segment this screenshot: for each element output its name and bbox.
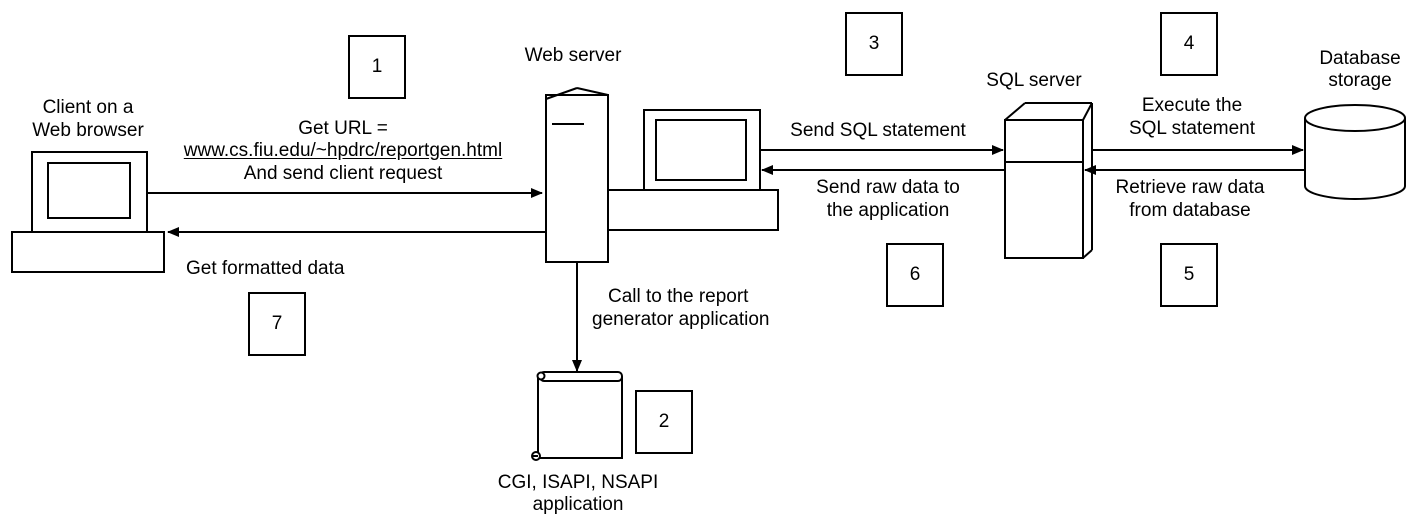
web-server-tower-icon bbox=[545, 87, 609, 263]
send-raw-label-line2: the application bbox=[826, 200, 950, 221]
web-server-label: Web server bbox=[524, 45, 622, 66]
step-box-2: 2 bbox=[635, 390, 693, 454]
step-box-5: 5 bbox=[1160, 243, 1218, 307]
database-label-line1: Database bbox=[1319, 48, 1401, 69]
send-sql-label: Send SQL statement bbox=[790, 120, 966, 141]
send-raw-label-line1: Send raw data to bbox=[816, 177, 960, 198]
step-box-6: 6 bbox=[886, 243, 944, 307]
client-computer-icon bbox=[11, 151, 165, 273]
response-label: Get formatted data bbox=[186, 258, 345, 279]
step-box-1: 1 bbox=[348, 35, 406, 99]
client-label-line2: Web browser bbox=[32, 120, 144, 141]
step-box-3: 3 bbox=[845, 12, 903, 76]
application-computer-icon bbox=[607, 109, 779, 231]
database-label-line2: storage bbox=[1328, 70, 1392, 91]
database-cylinder-icon bbox=[1304, 104, 1406, 200]
step-box-7: 7 bbox=[248, 292, 306, 356]
sql-server-tower-icon bbox=[1004, 102, 1093, 259]
client-label-line1: Client on a bbox=[42, 97, 134, 118]
sql-server-label: SQL server bbox=[986, 70, 1082, 91]
call-label-line2: generator application bbox=[592, 309, 770, 330]
call-label-line1: Call to the report bbox=[608, 286, 749, 307]
step-box-4: 4 bbox=[1160, 12, 1218, 76]
app-label-line1: CGI, ISAPI, NSAPI bbox=[497, 472, 659, 493]
retrieve-label-line2: from database bbox=[1129, 200, 1251, 221]
request-url-link[interactable]: www.cs.fiu.edu/~hpdrc/reportgen.html bbox=[183, 140, 503, 161]
app-label-line2: application bbox=[532, 494, 624, 515]
application-scroll-icon bbox=[531, 371, 623, 461]
execute-label-line1: Execute the bbox=[1141, 95, 1243, 116]
execute-label-line2: SQL statement bbox=[1128, 118, 1256, 139]
retrieve-label-line1: Retrieve raw data bbox=[1115, 177, 1265, 198]
request-label-line3: And send client request bbox=[243, 163, 443, 184]
request-label-line1: Get URL = bbox=[298, 118, 388, 139]
